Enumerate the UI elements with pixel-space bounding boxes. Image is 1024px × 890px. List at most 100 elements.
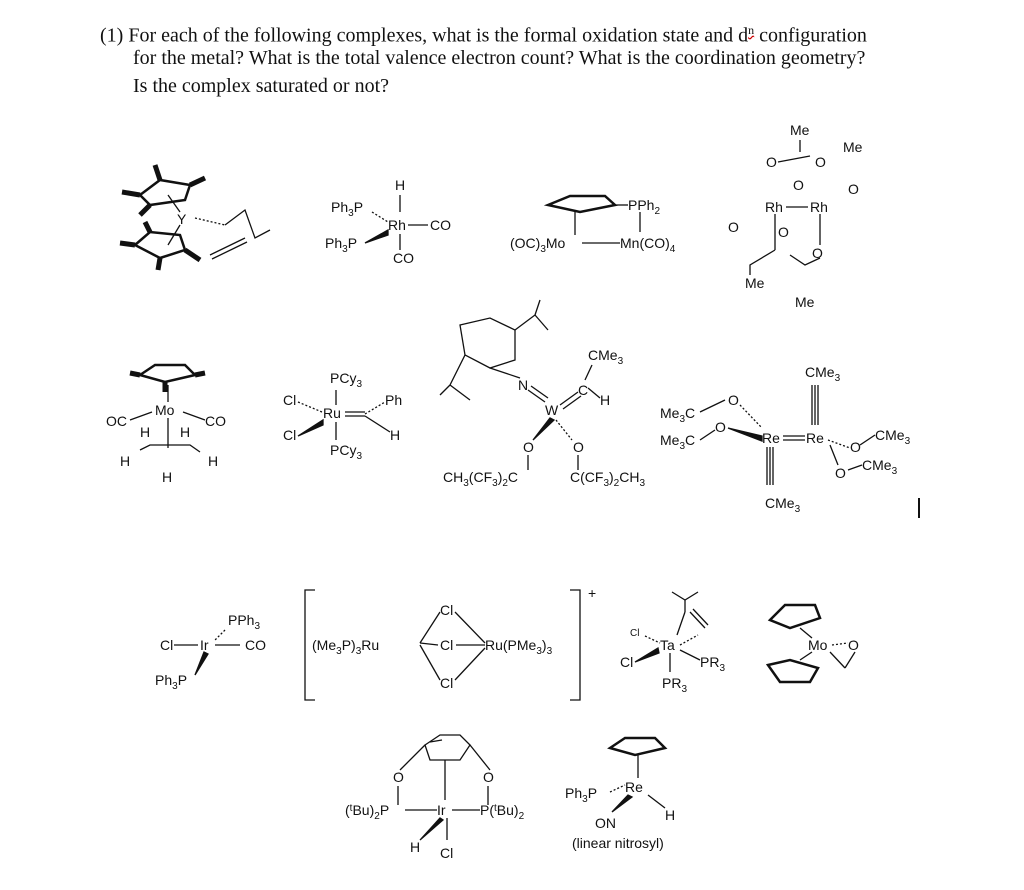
o-label: O <box>715 419 726 435</box>
mo-label: Mo <box>155 402 175 418</box>
co-label-mo: CO <box>205 413 226 429</box>
svg-text:Me3C: Me3C <box>660 432 695 452</box>
svg-text:PR3: PR3 <box>662 675 687 695</box>
svg-text:Mn(CO)4: Mn(CO)4 <box>620 235 676 255</box>
cl-label: Cl <box>283 392 296 408</box>
svg-text:PCy3: PCy3 <box>330 442 362 462</box>
svg-text:PR3: PR3 <box>700 654 725 674</box>
structure-rh2-acetate: Me Me O O O O Rh Rh O O O Me Me <box>728 122 863 310</box>
structure-vaska: PPh3 Cl Ir CO Ph3P <box>155 612 266 692</box>
ir-label-2: Ir <box>437 802 446 818</box>
svg-text:Ph3P: Ph3P <box>565 785 597 805</box>
me-label-3: Me <box>745 275 765 291</box>
question-line-1-text: (1) For each of the following complexes,… <box>100 24 749 47</box>
me-label-2: Me <box>843 139 863 155</box>
structure-ta: Cl Ta Cl PR3 PR3 <box>620 591 725 695</box>
structure-cp2y: Y <box>119 164 271 271</box>
structure-rh-hydride: H Ph3P Rh CO Ph3P CO <box>325 177 451 266</box>
svg-text:PCy3: PCy3 <box>330 370 362 390</box>
svg-text:CMe3: CMe3 <box>588 347 624 367</box>
cl-label: Cl <box>283 427 296 443</box>
cl-label: Cl <box>160 637 173 653</box>
structure-cp-re: Ph3P Re H ON (linear nitrosyl) <box>565 736 675 851</box>
structure-mo-allyl: Mo OC CO H H H H H <box>106 363 226 485</box>
question-line-2: for the metal? What is the total valence… <box>133 47 866 69</box>
o-label: O <box>793 177 804 193</box>
h-label: H <box>208 453 218 469</box>
cl-label: Cl <box>630 628 639 639</box>
re-label: Re <box>625 779 643 795</box>
o-label: O <box>812 245 823 261</box>
o-label: O <box>573 439 584 455</box>
dn-superscript: n <box>748 23 755 37</box>
h-label: H <box>600 392 610 408</box>
o-label: O <box>728 219 739 235</box>
o-label: O <box>848 181 859 197</box>
o-label: O <box>483 769 494 785</box>
c-label: C <box>578 382 588 398</box>
svg-text:Ph3P: Ph3P <box>331 199 363 219</box>
linear-nitrosyl-note: (linear nitrosyl) <box>572 835 664 851</box>
o-label: O <box>393 769 404 785</box>
svg-text:Me3C: Me3C <box>660 405 695 425</box>
o-label: O <box>848 637 859 653</box>
svg-text:CMe3: CMe3 <box>875 427 911 447</box>
n-label: N <box>518 377 528 393</box>
o-label: O <box>728 392 739 408</box>
structure-cp2mo: Mo O <box>765 603 859 684</box>
svg-text:Ph3P: Ph3P <box>325 235 357 255</box>
ta-label: Ta <box>660 637 675 653</box>
cl-label: Cl <box>620 654 633 670</box>
o-label: O <box>523 439 534 455</box>
h-label: H <box>390 427 400 443</box>
h-label: H <box>395 177 405 193</box>
cl-label: Cl <box>440 675 453 691</box>
rh-label: Rh <box>388 217 406 233</box>
cl-label: Cl <box>440 845 453 861</box>
structure-ir-pincer: O O (tBu)2P Ir P(tBu)2 H Cl <box>345 734 525 861</box>
question-line-1-end: configuration <box>754 24 867 47</box>
h-label: H <box>140 424 150 440</box>
co-label-2: CO <box>393 250 414 266</box>
structure-w-alkylidene: N W C H CMe3 O O CH3(CF3)2C C(CF3)2CH3 <box>439 299 645 489</box>
h-label: H <box>665 807 675 823</box>
on-label: ON <box>595 815 616 831</box>
y-label: Y <box>177 211 187 227</box>
svg-text:PPh3: PPh3 <box>228 612 260 632</box>
h-label: H <box>120 453 130 469</box>
me-label-4: Me <box>795 294 815 310</box>
o-label: O <box>850 439 861 455</box>
re-label-b: Re <box>806 430 824 446</box>
svg-text:C(CF3)2CH3: C(CF3)2CH3 <box>570 469 645 489</box>
svg-text:Ru(PMe3)3: Ru(PMe3)3 <box>485 637 553 657</box>
o-label: O <box>778 224 789 240</box>
rh-label-b: Rh <box>810 199 828 215</box>
plus-charge: + <box>588 585 596 601</box>
structure-re2: CMe3 Me3C O Me3C O Re Re CMe3 O CMe3 <box>660 364 911 515</box>
text-cursor <box>918 498 920 518</box>
ph-label: Ph <box>385 392 402 408</box>
ru-label: Ru <box>323 405 341 421</box>
oc-label: OC <box>106 413 127 429</box>
w-label: W <box>545 402 559 418</box>
o-label: O <box>766 154 777 170</box>
me-label-1: Me <box>790 122 810 138</box>
svg-text:Ph3P: Ph3P <box>155 672 187 692</box>
o-label: O <box>815 154 826 170</box>
structure-mo-mn: PPh2 (OC)3Mo Mn(CO)4 <box>510 194 676 255</box>
rh-label-a: Rh <box>765 199 783 215</box>
co-label: CO <box>430 217 451 233</box>
structure-ru-carbene: PCy3 Cl Ru Ph Cl H PCy3 <box>283 370 402 462</box>
structure-ru2-cl3: + (Me3P)3Ru Cl Cl Cl Ru(PMe3)3 <box>304 585 596 701</box>
ir-label: Ir <box>200 637 209 653</box>
svg-text:CMe3: CMe3 <box>805 364 841 384</box>
h-label: H <box>410 839 420 855</box>
svg-text:(tBu)2P: (tBu)2P <box>345 802 389 822</box>
cl-label: Cl <box>440 637 453 653</box>
o-label: O <box>835 465 846 481</box>
h-label: H <box>180 424 190 440</box>
question-line-3: Is the complex saturated or not? <box>133 75 390 97</box>
mo-label-2: Mo <box>808 637 828 653</box>
svg-text:CMe3: CMe3 <box>862 457 898 477</box>
